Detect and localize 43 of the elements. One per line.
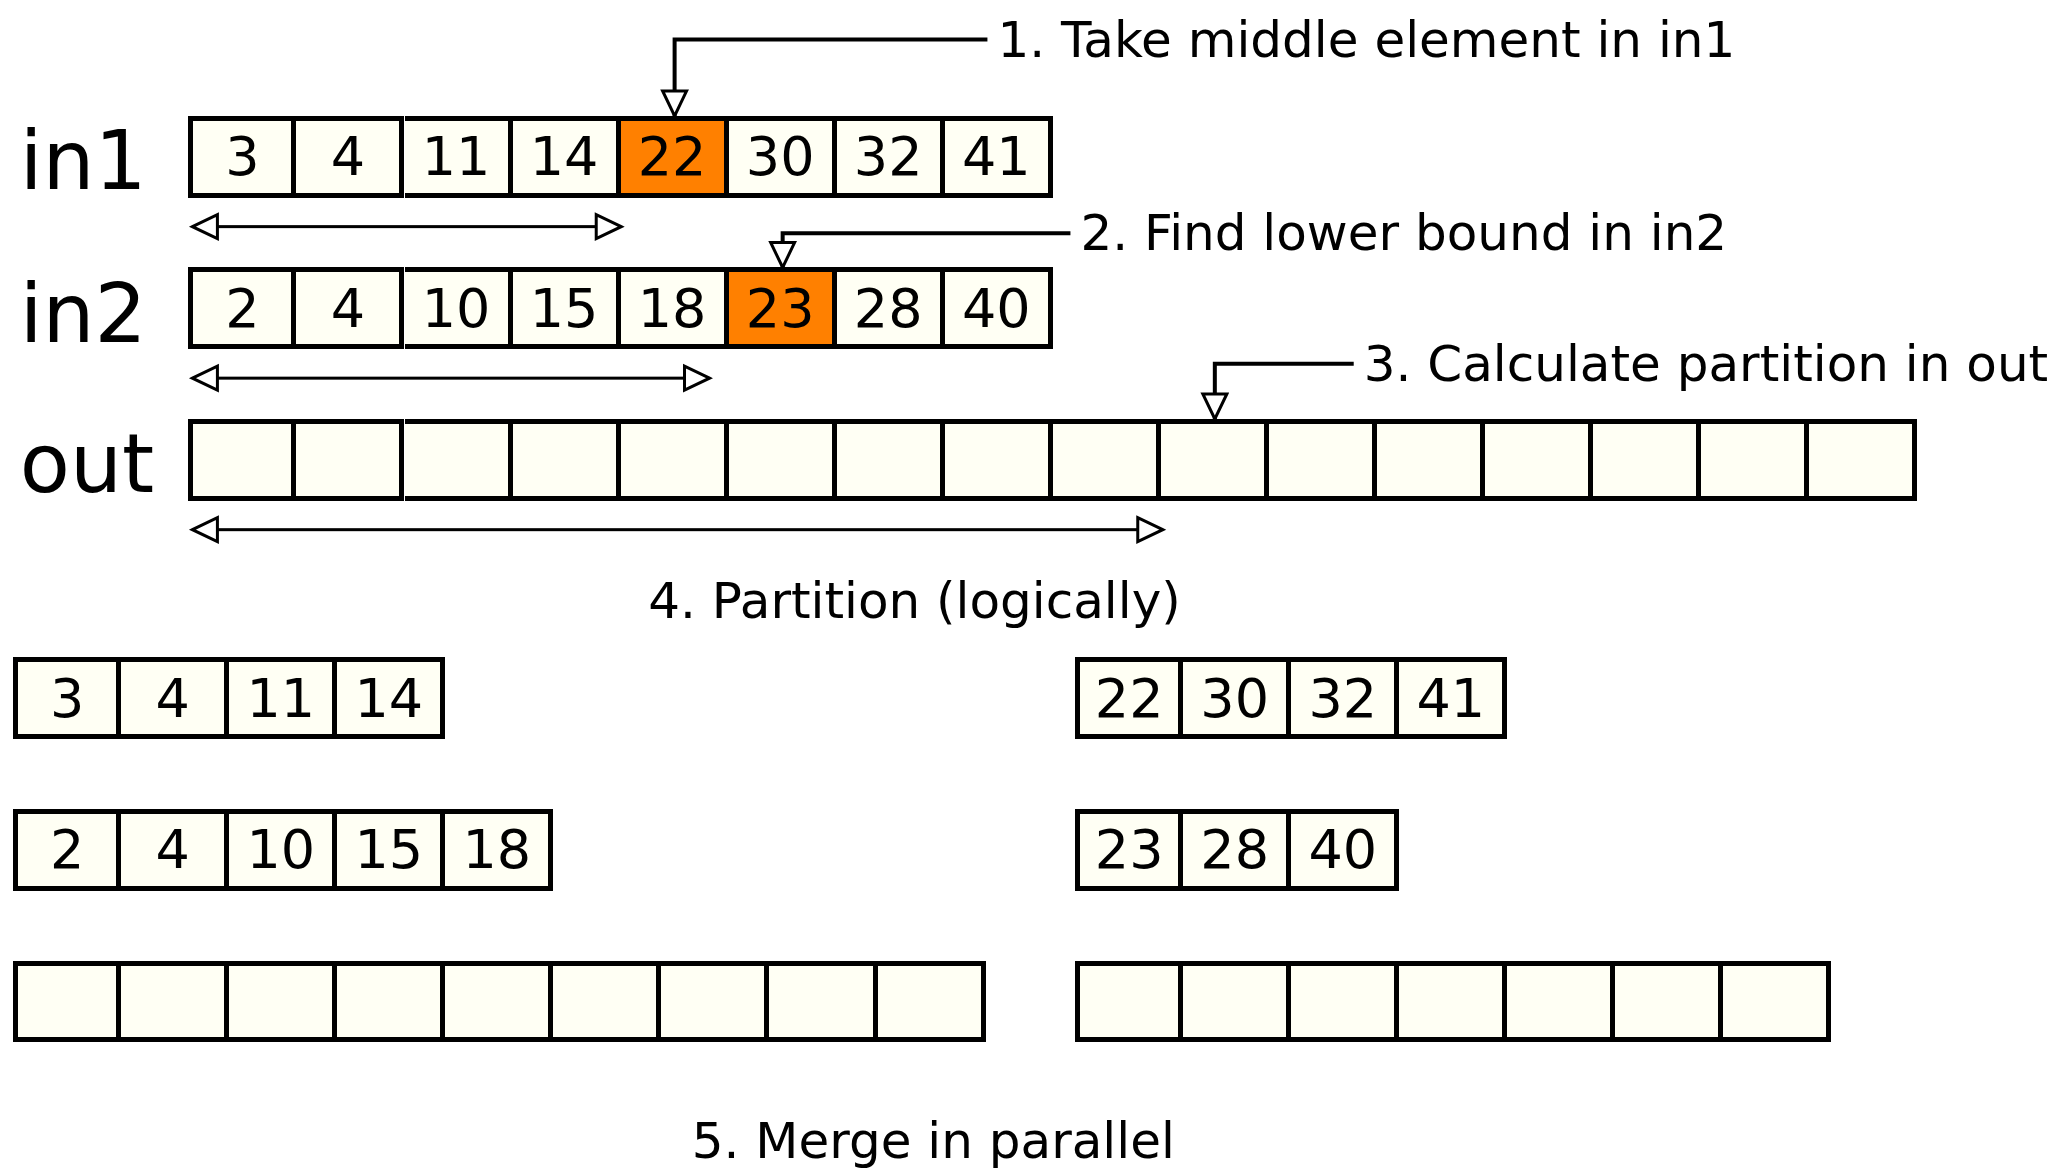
array-cell: 41 bbox=[1399, 657, 1508, 740]
highlighted-array-cell: 22 bbox=[620, 115, 729, 198]
leader-arrow bbox=[769, 231, 1071, 269]
array-name: out bbox=[19, 422, 155, 505]
array-cell: 11 bbox=[404, 115, 513, 198]
array-name: in2 bbox=[19, 272, 147, 355]
array-cell: 4 bbox=[121, 809, 230, 891]
array-cell: 15 bbox=[512, 267, 621, 350]
array-cell: 2 bbox=[188, 267, 297, 350]
array-cell: 40 bbox=[1291, 809, 1400, 891]
array-cell: 10 bbox=[404, 267, 513, 350]
leader-arrow bbox=[1201, 361, 1354, 421]
array-cell: 22 bbox=[1075, 657, 1184, 740]
array-cell: 30 bbox=[1183, 657, 1292, 740]
array-cell: 32 bbox=[836, 115, 945, 198]
leader-arrow bbox=[661, 37, 988, 118]
array-cell: 40 bbox=[944, 267, 1053, 350]
array-cell: 11 bbox=[229, 657, 338, 740]
array-cell: 4 bbox=[121, 657, 230, 740]
step-text: 1. Take middle element in in1 bbox=[997, 14, 1736, 65]
array-cell: 28 bbox=[836, 267, 945, 350]
array-cell: 23 bbox=[1075, 809, 1184, 891]
array-cell: 4 bbox=[296, 267, 405, 350]
array-cell: 2 bbox=[13, 809, 122, 891]
array-cell: 15 bbox=[337, 809, 446, 891]
array-cell: 10 bbox=[229, 809, 338, 891]
array-cell: 14 bbox=[512, 115, 621, 198]
highlighted-array-cell: 23 bbox=[728, 267, 837, 350]
array-cell: 41 bbox=[944, 115, 1053, 198]
array-cell: 30 bbox=[728, 115, 837, 198]
step-text: 2. Find lower bound in in2 bbox=[1080, 208, 1728, 259]
array-cell: 3 bbox=[188, 115, 297, 198]
array-cell: 14 bbox=[337, 657, 446, 740]
array-cell: 4 bbox=[296, 115, 405, 198]
array-cell: 28 bbox=[1183, 809, 1292, 891]
step-text: 5. Merge in parallel bbox=[691, 1116, 1175, 1167]
array-cell: 3 bbox=[13, 657, 122, 740]
array-cell: 18 bbox=[620, 267, 729, 350]
array-cell: 18 bbox=[445, 809, 554, 891]
step-text: 3. Calculate partition in out bbox=[1363, 338, 2049, 389]
array-cell: 32 bbox=[1291, 657, 1400, 740]
array-name: in1 bbox=[19, 119, 147, 202]
step-text: 4. Partition (logically) bbox=[648, 575, 1181, 626]
